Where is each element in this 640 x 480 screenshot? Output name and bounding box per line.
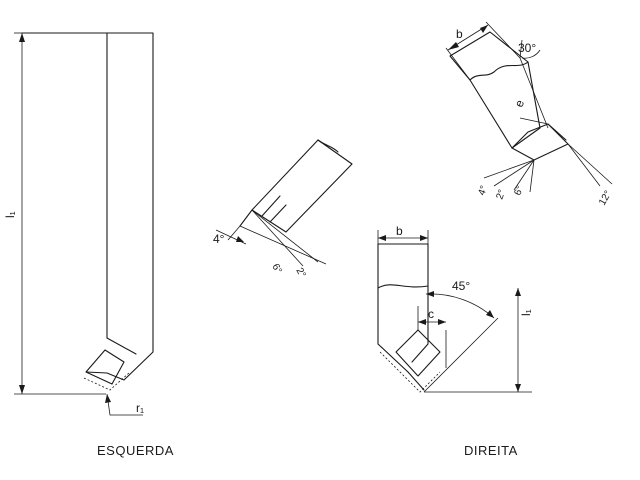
left-length-label: l₁: [3, 211, 17, 218]
right-bottom-c-label: c: [428, 307, 434, 321]
right-top-tool: b 30° e 4° 2° 6° 12°: [445, 21, 614, 208]
left-foot-label: r₁: [136, 401, 144, 415]
right-bottom-tool: b c 45° l₁ DIREITA: [377, 224, 533, 458]
right-top-angle-30: 30°: [518, 41, 536, 55]
left-tool: l₁ r₁ ESQUERDA: [3, 32, 174, 458]
right-top-angle-2: 2°: [494, 188, 508, 201]
right-top-angle-6: 6°: [512, 184, 526, 197]
right-bottom-angle-45: 45°: [452, 279, 470, 293]
right-bottom-length-label: l₁: [519, 309, 533, 316]
right-caption: DIREITA: [464, 443, 518, 458]
right-top-angle-4: 4°: [476, 184, 490, 197]
right-bottom-width-label: b: [396, 224, 403, 238]
middle-tool: 4° 6° 2°: [213, 139, 353, 280]
right-top-angle-12: 12°: [597, 189, 614, 208]
middle-angle-4: 4°: [213, 232, 225, 246]
middle-angle-6: 6°: [269, 262, 283, 276]
middle-angle-2: 2°: [293, 266, 307, 280]
right-top-e-label: e: [512, 98, 528, 109]
right-top-width-label: b: [456, 27, 463, 41]
left-caption: ESQUERDA: [97, 443, 174, 458]
